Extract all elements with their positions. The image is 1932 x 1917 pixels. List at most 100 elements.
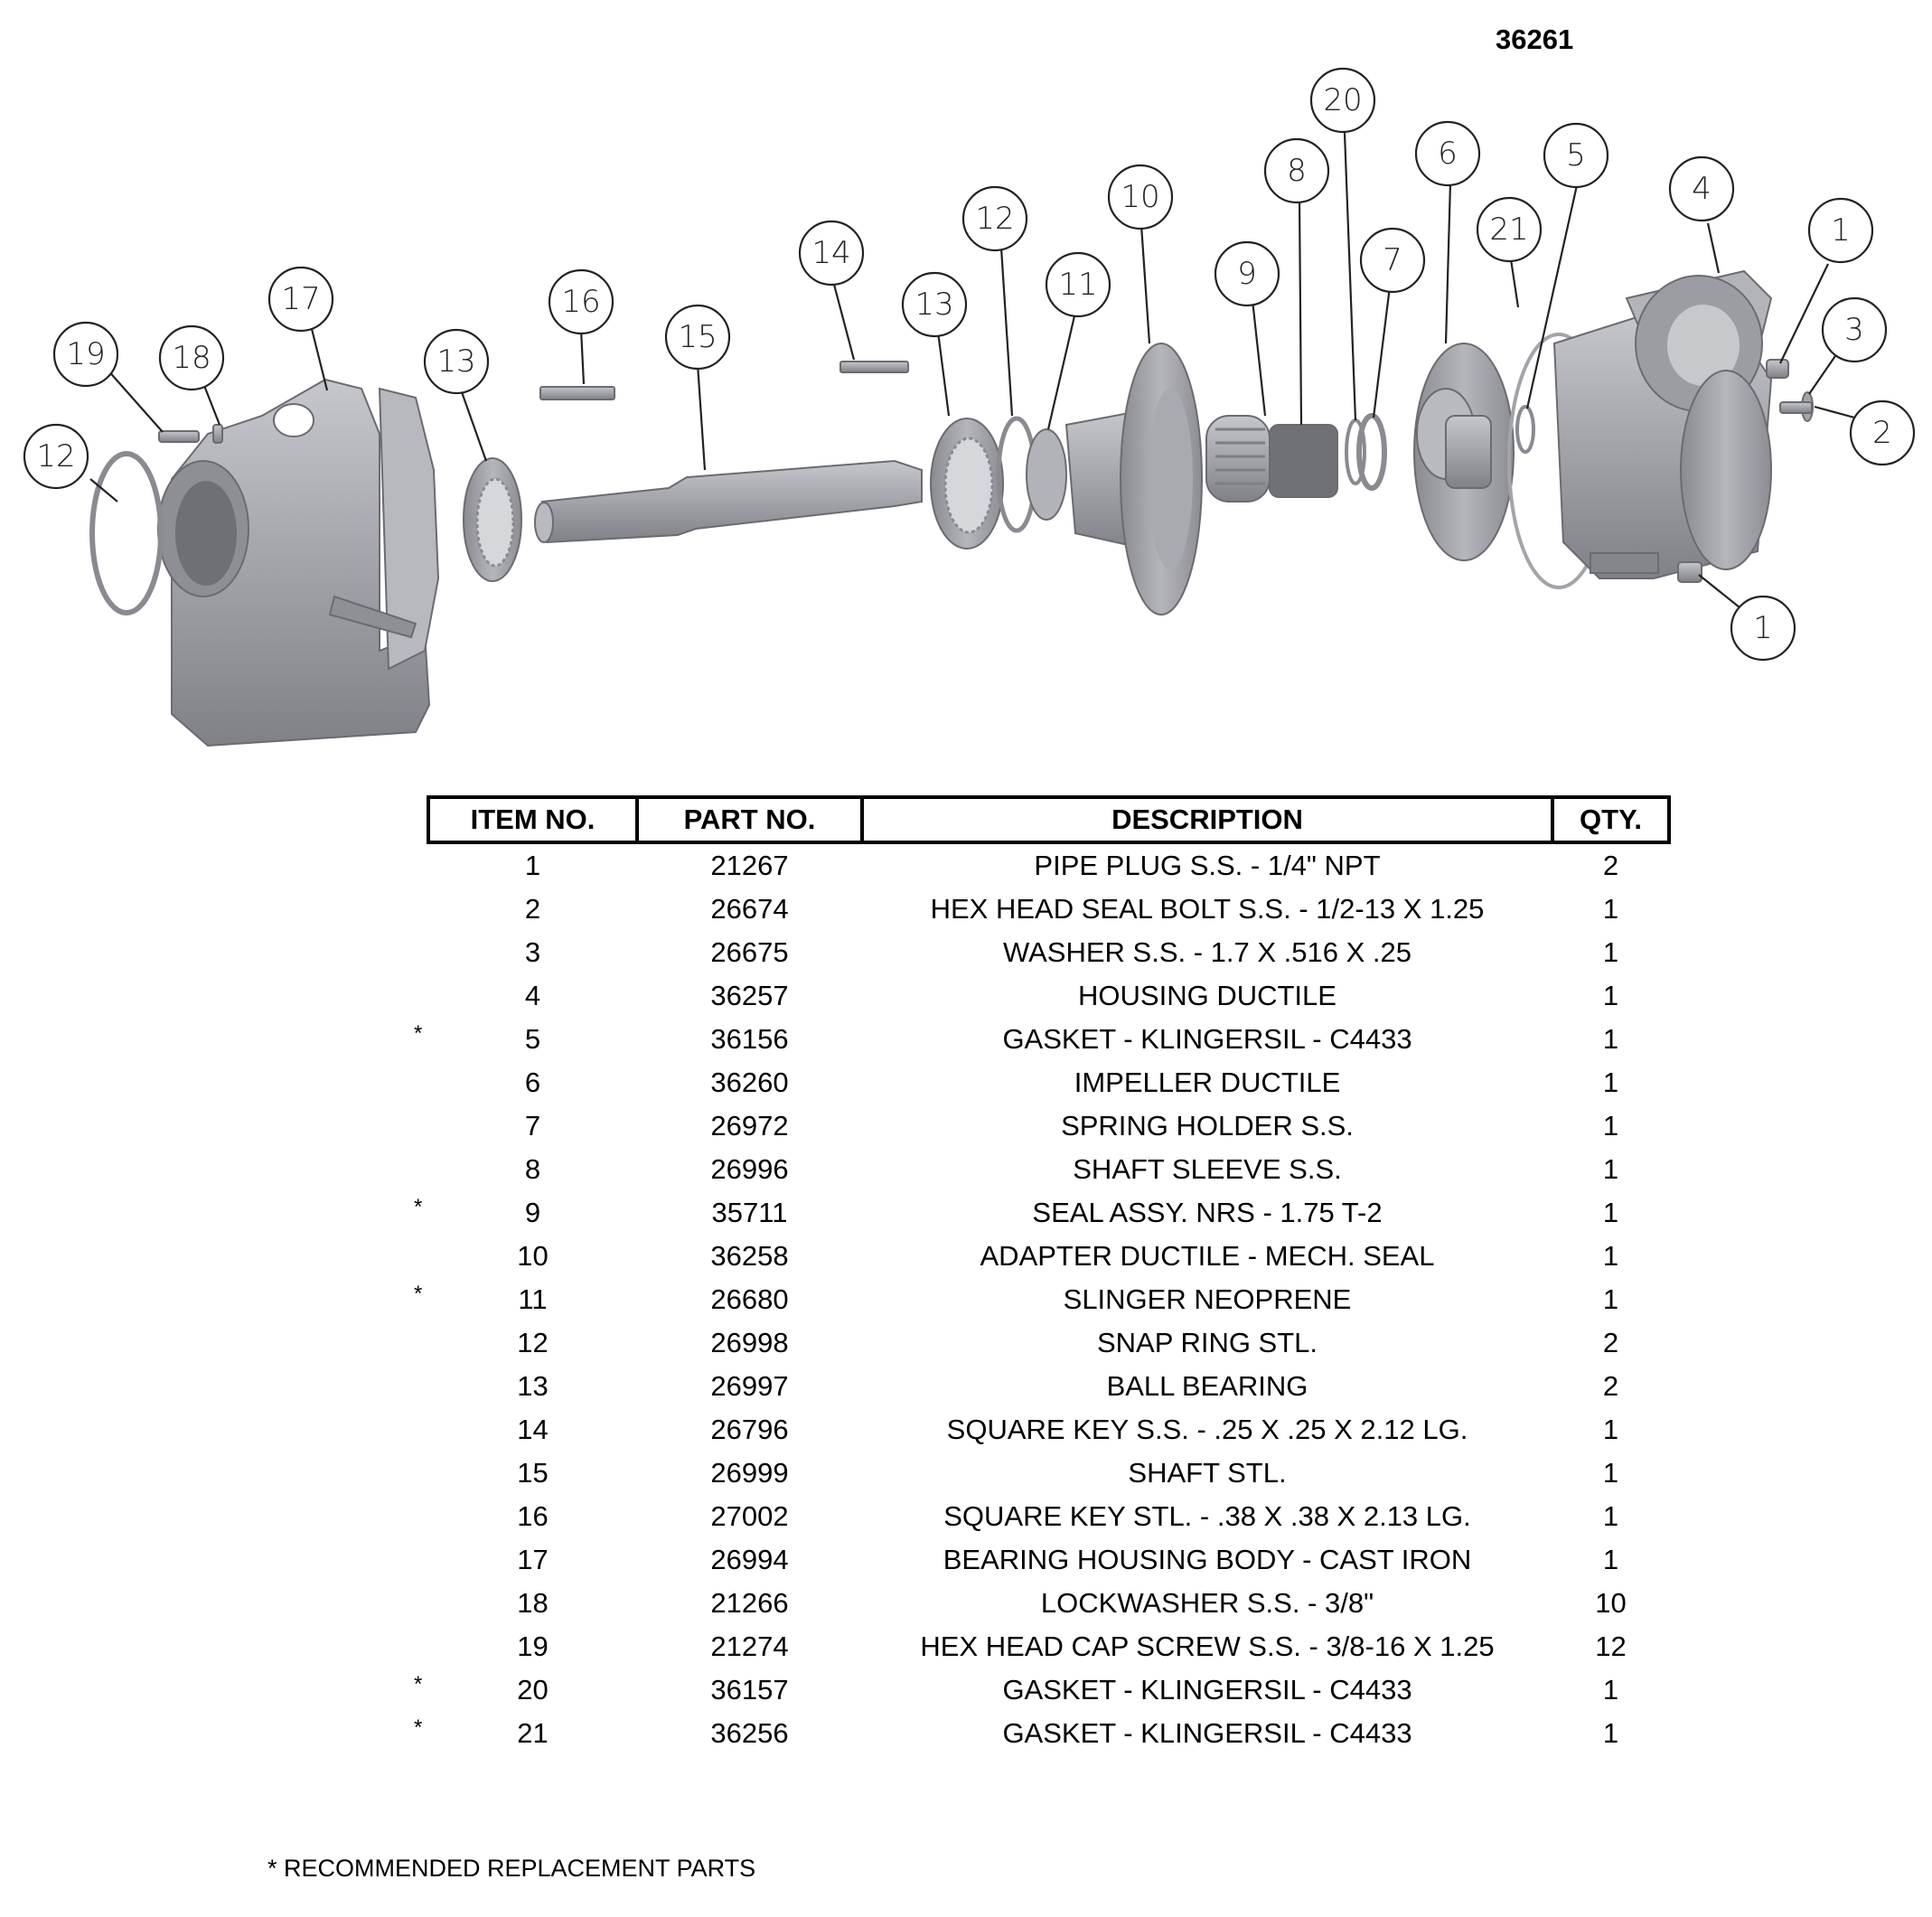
svg-text:5: 5 [1566,137,1586,174]
part-13-bearing [463,457,522,582]
cell-desc: BEARING HOUSING BODY - CAST IRON [943,1544,1472,1575]
cell-qty: 1 [1602,936,1619,968]
cell-item: 14 [517,1414,549,1445]
cell-qty: 1 [1602,1544,1619,1575]
svg-text:4: 4 [1692,171,1712,207]
balloon-12-b: 12 [961,185,1028,252]
cell-item: 18 [517,1587,549,1619]
cell-item: 4 [524,980,541,1011]
cell-item: 13 [517,1370,549,1402]
cell-part: 26972 [710,1110,789,1142]
balloon-18: 18 [158,324,225,391]
cell-qty: 1 [1602,1457,1619,1489]
part-5-gasket [1515,405,1535,454]
cell-qty: 1 [1602,1023,1619,1055]
part-16-key [539,386,615,400]
svg-text:3: 3 [1844,312,1864,348]
cell-item: 7 [524,1110,541,1142]
cell-part: 35711 [711,1197,788,1228]
replacement-marker: * [414,1021,423,1046]
part-12-snap-ring [89,451,164,616]
cell-desc: SHAFT STL. [1128,1457,1287,1489]
balloon-11: 11 [1045,251,1111,318]
cell-part: 36256 [710,1717,789,1749]
svg-text:16: 16 [561,284,600,320]
balloon-8: 8 [1263,137,1330,204]
cell-item: 3 [524,936,541,968]
cell-desc: BALL BEARING [1106,1370,1308,1402]
cell-qty: 1 [1602,1153,1619,1185]
part-14-key [839,361,909,373]
cell-part: 26675 [710,936,789,968]
table-row: 3 26675 WASHER S.S. - 1.7 X .516 X .25 1 [428,931,1669,974]
cell-item: 12 [517,1327,549,1358]
svg-text:9: 9 [1237,256,1257,292]
cell-qty: 1 [1602,1110,1619,1142]
svg-text:12: 12 [36,438,75,475]
cell-part: 26996 [710,1153,789,1185]
balloon-1: 1 [1807,197,1874,264]
cell-item: 6 [524,1067,541,1098]
svg-text:12: 12 [975,201,1014,237]
cell-item: 11 [518,1283,548,1315]
svg-text:2: 2 [1872,415,1892,451]
cell-desc: WASHER S.S. - 1.7 X .516 X .25 [1003,936,1411,968]
cell-part: 36258 [710,1240,789,1272]
cell-desc: SPRING HOLDER S.S. [1061,1110,1354,1142]
cell-item: 2 [524,893,541,925]
cell-part: 26998 [710,1327,789,1358]
svg-text:19: 19 [66,336,105,372]
drawing-number: 36261 [1496,23,1574,55]
cell-part: 36156 [710,1023,789,1055]
part-7-spring-holder [1356,413,1387,491]
cell-desc: GASKET - KLINGERSIL - C4433 [1002,1674,1412,1706]
svg-text:7: 7 [1383,242,1402,278]
part-1-plug-2 [1677,561,1702,583]
part-13-bearing-2 [930,418,1004,550]
svg-text:17: 17 [281,281,320,317]
header-part-no: PART NO. [635,795,864,844]
cell-item: 17 [517,1544,549,1575]
cell-part: 26997 [710,1370,789,1402]
header-description: DESCRIPTION [860,795,1554,844]
cell-part: 36260 [710,1067,789,1098]
svg-text:1: 1 [1831,212,1851,249]
balloon-12: 12 [23,423,89,490]
cell-qty: 1 [1602,893,1619,925]
leader-lines [89,132,1855,608]
balloon-13: 13 [423,328,490,395]
cell-qty: 1 [1602,1197,1619,1228]
balloon-17: 17 [267,266,334,333]
cell-qty: 10 [1595,1587,1627,1619]
svg-text:14: 14 [811,235,850,271]
cell-qty: 1 [1602,1067,1619,1098]
part-1-plug [1766,359,1789,379]
header-item-no: ITEM NO. [427,795,639,844]
cell-part: 26796 [710,1414,789,1445]
cell-item: 21 [517,1717,549,1749]
balloon-10: 10 [1107,164,1174,230]
cell-part: 26680 [710,1283,789,1315]
svg-text:8: 8 [1287,153,1307,189]
part-11-slinger [1026,428,1067,521]
replacement-marker: * [414,1715,423,1740]
balloon-2: 2 [1849,399,1916,466]
part-9-seal [1205,415,1271,503]
part-8-sleeve [1269,424,1338,498]
footnote: * RECOMMENDED REPLACEMENT PARTS [267,1855,756,1882]
cell-part: 21267 [710,850,789,881]
svg-text:18: 18 [172,340,211,376]
cell-desc: SLINGER NEOPRENE [1063,1283,1352,1315]
cell-desc: HEX HEAD SEAL BOLT S.S. - 1/2-13 X 1.25 [930,893,1485,925]
cell-desc: SHAFT SLEEVE S.S. [1073,1153,1342,1185]
